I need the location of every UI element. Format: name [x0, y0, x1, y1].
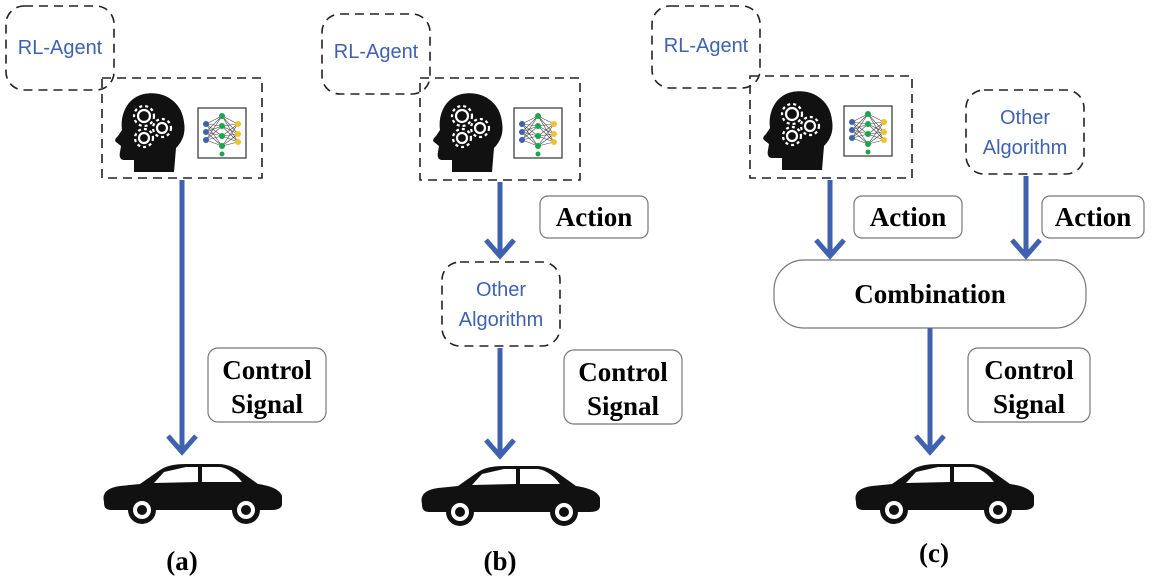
neural-network-icon	[197, 107, 247, 159]
other-algorithm-box	[965, 89, 1085, 175]
action-arrow-right-head	[1010, 238, 1042, 260]
signal-label: Signal	[993, 389, 1066, 419]
action-right-label: Action	[1055, 202, 1132, 232]
action-box-right	[1041, 195, 1145, 239]
car-icon	[855, 464, 1034, 524]
rl-agent-box	[5, 5, 115, 91]
control-arrow-head	[484, 438, 516, 460]
rl-agent-label: RL-Agent	[664, 35, 749, 57]
control-signal-box	[207, 347, 327, 423]
signal-label: Signal	[587, 391, 660, 421]
action-arrow-head	[484, 238, 516, 260]
brain-gears-icon	[114, 92, 186, 174]
brain-gears-icon	[432, 92, 504, 174]
algorithm-label: Algorithm	[459, 309, 543, 331]
action-label: Action	[556, 202, 633, 232]
control-arrow-head	[914, 434, 946, 456]
agent-model-box	[101, 77, 263, 179]
car-icon	[103, 464, 283, 524]
control-arrow-head	[166, 434, 198, 456]
agent-model-box	[419, 77, 581, 181]
control-label: Control	[578, 357, 668, 387]
rl-agent-label: RL-Agent	[334, 41, 419, 63]
caption-a: (a)	[166, 546, 197, 576]
control-signal-box	[563, 349, 683, 425]
car-icon	[421, 466, 600, 526]
brain-gears-icon	[762, 90, 834, 172]
action-arrow-left-head	[814, 238, 846, 260]
neural-network-icon	[843, 105, 893, 157]
agent-model-box	[749, 75, 913, 179]
action-left-label: Action	[870, 202, 947, 232]
other-algorithm-box	[441, 261, 561, 347]
caption-b: (b)	[484, 546, 517, 576]
panel-a: RL-Agent Control Signal (a)	[5, 5, 327, 576]
action-box-left	[853, 195, 963, 239]
panel-b: RL-Agent Action Other Algorithm Control …	[321, 13, 683, 576]
action-box	[539, 195, 649, 239]
neural-network-icon	[513, 107, 563, 159]
control-signal-box	[967, 347, 1091, 423]
algorithm-label: Algorithm	[983, 137, 1067, 159]
control-label: Control	[222, 355, 312, 385]
combination-label: Combination	[854, 279, 1006, 309]
signal-label: Signal	[231, 389, 304, 419]
rl-agent-box	[651, 5, 761, 89]
panel-c: RL-Agent Other Algorithm Action Action C…	[651, 5, 1145, 568]
other-label: Other	[1000, 107, 1050, 129]
control-label: Control	[984, 355, 1074, 385]
other-label: Other	[476, 279, 526, 301]
rl-agent-box	[321, 13, 431, 95]
caption-c: (c)	[919, 538, 949, 568]
rl-agent-label: RL-Agent	[18, 37, 103, 59]
